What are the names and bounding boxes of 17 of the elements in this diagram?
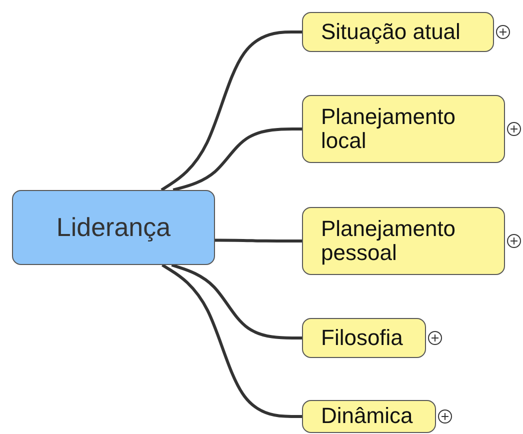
connector-line	[162, 264, 302, 418]
topic-label: Filosofia	[321, 326, 403, 350]
subtopic-box	[302, 12, 494, 52]
connector-line	[172, 128, 302, 192]
topic-label: Situação atual	[321, 20, 460, 44]
topic-label: Planejamento pessoal	[321, 216, 457, 266]
connector-line	[160, 30, 302, 192]
central-topic	[12, 190, 215, 265]
subtopic-box	[302, 318, 426, 358]
topic-label: Dinâmica	[321, 404, 413, 429]
connector-line	[171, 264, 302, 340]
topic-label: Planejamento local	[321, 104, 457, 154]
topic-label: Liderança	[56, 213, 171, 242]
subtopic-box	[302, 400, 436, 433]
subtopic-box	[302, 95, 505, 163]
connector-line	[215, 238, 302, 242]
subtopic-box	[302, 207, 505, 275]
